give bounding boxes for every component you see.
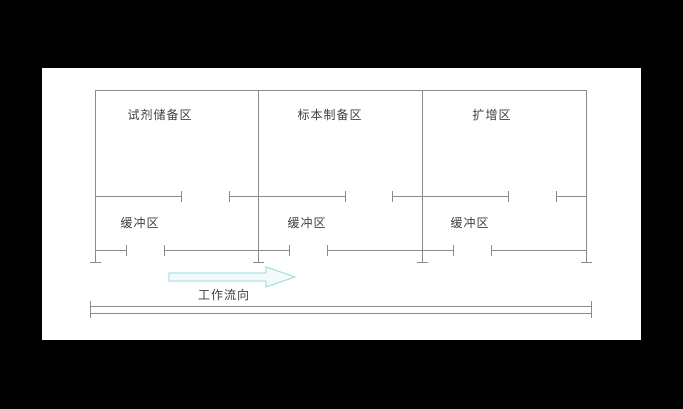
wall-footing: [581, 262, 592, 263]
buffer-wall-segment: [95, 196, 181, 197]
room-label-reagent-storage: 试剂储备区: [127, 108, 193, 122]
door-jamb: [181, 191, 182, 202]
corridor-wall-cap: [591, 301, 592, 318]
exit-wall-segment: [95, 250, 126, 251]
room-divider-2: [422, 90, 423, 262]
corridor-wall-line: [90, 313, 591, 314]
buffer-wall-segment: [229, 196, 258, 197]
diagram-paper: 试剂储备区 标本制备区 扩增区 缓冲区 缓冲区 缓冲区 工作流向: [42, 68, 641, 340]
buffer-zone-label-2: 缓冲区: [287, 216, 327, 230]
door-jamb: [491, 245, 492, 256]
door-jamb: [289, 245, 290, 256]
door-jamb: [345, 191, 346, 202]
wall-top: [95, 90, 586, 91]
door-jamb: [392, 191, 393, 202]
door-jamb: [508, 191, 509, 202]
exit-wall-segment: [258, 250, 289, 251]
door-jamb: [327, 245, 328, 256]
wall-footing: [417, 262, 428, 263]
room-label-amplification: 扩增区: [472, 108, 512, 122]
buffer-zone-label-1: 缓冲区: [120, 216, 160, 230]
wall-footing: [90, 262, 101, 263]
corridor-wall-cap: [90, 301, 91, 318]
buffer-zone-label-3: 缓冲区: [450, 216, 490, 230]
wall-left: [95, 90, 96, 262]
buffer-wall-segment: [258, 196, 345, 197]
exit-wall-segment: [327, 250, 422, 251]
door-jamb: [164, 245, 165, 256]
exit-wall-segment: [491, 250, 586, 251]
buffer-wall-segment: [556, 196, 586, 197]
lab-floor-plan: 试剂储备区 标本制备区 扩增区 缓冲区 缓冲区 缓冲区 工作流向: [42, 68, 641, 340]
workflow-label: 工作流向: [197, 288, 250, 302]
exit-wall-segment: [164, 250, 258, 251]
room-divider-1: [258, 90, 259, 262]
corridor-wall-line: [90, 306, 591, 307]
workflow-arrow-icon: [168, 266, 297, 288]
wall-right: [586, 90, 587, 262]
door-jamb: [229, 191, 230, 202]
door-jamb: [453, 245, 454, 256]
exit-wall-segment: [422, 250, 453, 251]
buffer-wall-segment: [422, 196, 508, 197]
door-jamb: [556, 191, 557, 202]
buffer-wall-segment: [392, 196, 422, 197]
room-label-specimen-prep: 标本制备区: [297, 108, 363, 122]
wall-footing: [253, 262, 264, 263]
door-jamb: [126, 245, 127, 256]
